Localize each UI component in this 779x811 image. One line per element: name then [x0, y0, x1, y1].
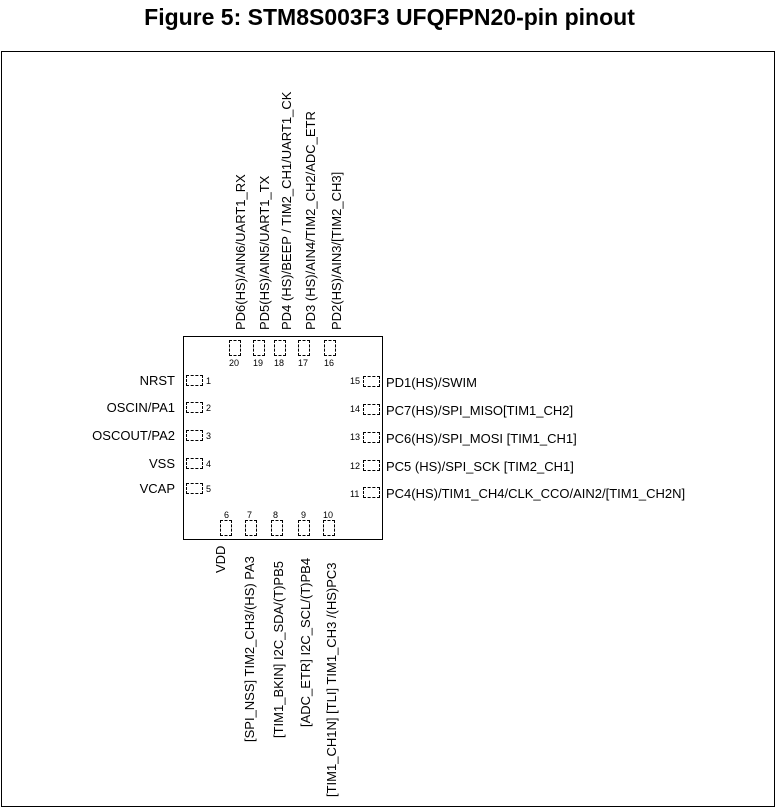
pin-pad-8 — [271, 520, 283, 536]
pin-pad-13 — [363, 432, 380, 443]
pin-number-15: 15 — [350, 376, 361, 386]
pin-label-13: PC6(HS)/SPI_MOSI [TIM1_CH1] — [386, 431, 577, 446]
pin-label-5: VCAP — [139, 481, 175, 496]
pin-label-19: PD5(HS)/AIN5/UART1_TX — [257, 175, 272, 330]
pin-label-17: PD3 (HS)/AIN4/TIM2_CH2/ADC_ETR — [303, 111, 318, 330]
pin-number-11: 11 — [350, 489, 360, 499]
pin-pad-11 — [363, 487, 380, 498]
diagram-frame — [1, 51, 775, 807]
pin-pad-7 — [245, 520, 257, 536]
pin-pad-12 — [363, 460, 380, 471]
pin-pad-5 — [186, 483, 203, 494]
pin-label-2: OSCIN/PA1 — [106, 400, 175, 415]
pin-label-7: [SPI_NSS] TIM2_CH3/(HS) PA3 — [242, 556, 257, 742]
pin-label-18: PD4 (HS)/BEEP / TIM2_CH1/UART1_CK — [279, 91, 294, 330]
pin-number-2: 2 — [206, 403, 212, 413]
pin-pad-18 — [274, 340, 286, 356]
pin-number-13: 13 — [350, 432, 361, 442]
pin-number-17: 17 — [298, 358, 309, 368]
pin-number-1: 1 — [206, 376, 212, 386]
pin-pad-2 — [186, 402, 203, 413]
pin-pad-1 — [186, 375, 203, 386]
pin-number-9: 9 — [301, 510, 307, 520]
pin-number-7: 7 — [247, 510, 253, 520]
pin-label-3: OSCOUT/PA2 — [92, 428, 175, 443]
pin-label-15: PD1(HS)/SWIM — [386, 375, 477, 390]
pin-label-6: VDD — [213, 545, 228, 573]
pin-pad-20 — [229, 340, 241, 356]
pin-label-9: [ADC_ETR] I2C_SCL/(T)PB4 — [298, 557, 313, 727]
pin-label-12: PC5 (HS)/SPI_SCK [TIM2_CH1] — [386, 459, 574, 474]
figure-title: Figure 5: STM8S003F3 UFQFPN20-pin pinout — [144, 4, 635, 30]
pin-pad-6 — [220, 520, 232, 536]
pin-label-1: NRST — [139, 373, 175, 388]
pin-label-14: PC7(HS)/SPI_MISO[TIM1_CH2] — [386, 403, 574, 418]
pin-number-18: 18 — [274, 358, 285, 368]
pin-label-8: [TIM1_BKIN] I2C_SDA/(T)PB5 — [271, 561, 286, 738]
pin-number-10: 10 — [323, 510, 334, 520]
pin-number-4: 4 — [206, 459, 212, 469]
pin-number-20: 20 — [229, 358, 240, 368]
pin-pad-19 — [253, 340, 265, 356]
pin-pad-15 — [363, 376, 380, 387]
pin-number-8: 8 — [273, 510, 279, 520]
pin-pad-9 — [298, 520, 310, 536]
pin-pad-16 — [324, 340, 336, 356]
chip-package — [183, 336, 383, 540]
pin-pad-3 — [186, 430, 203, 441]
pin-label-4: VSS — [148, 456, 175, 471]
pin-number-12: 12 — [350, 461, 361, 471]
pin-pad-4 — [186, 458, 203, 469]
pin-label-20: PD6(HS)/AIN6/UART1_RX — [233, 174, 248, 330]
pin-number-3: 3 — [206, 431, 212, 441]
pin-label-11: PC4(HS)/TIM1_CH4/CLK_CCO/AIN2/[TIM1_CH2N… — [386, 486, 686, 501]
pin-pad-14 — [363, 404, 380, 415]
pin-number-6: 6 — [224, 510, 230, 520]
pin-label-10: [TIM1_CH1N] [TLI] TIM1_CH3 /(HS)PC3 — [324, 562, 339, 797]
pin-label-16: PD2(HS)/AIN3/[TIM2_CH3] — [329, 171, 344, 330]
pin-number-14: 14 — [350, 404, 361, 414]
pin-pad-17 — [298, 340, 310, 356]
pin-pad-10 — [323, 520, 335, 536]
pin-number-19: 19 — [253, 358, 264, 368]
pin-number-16: 16 — [324, 358, 335, 368]
pin-number-5: 5 — [206, 484, 212, 494]
